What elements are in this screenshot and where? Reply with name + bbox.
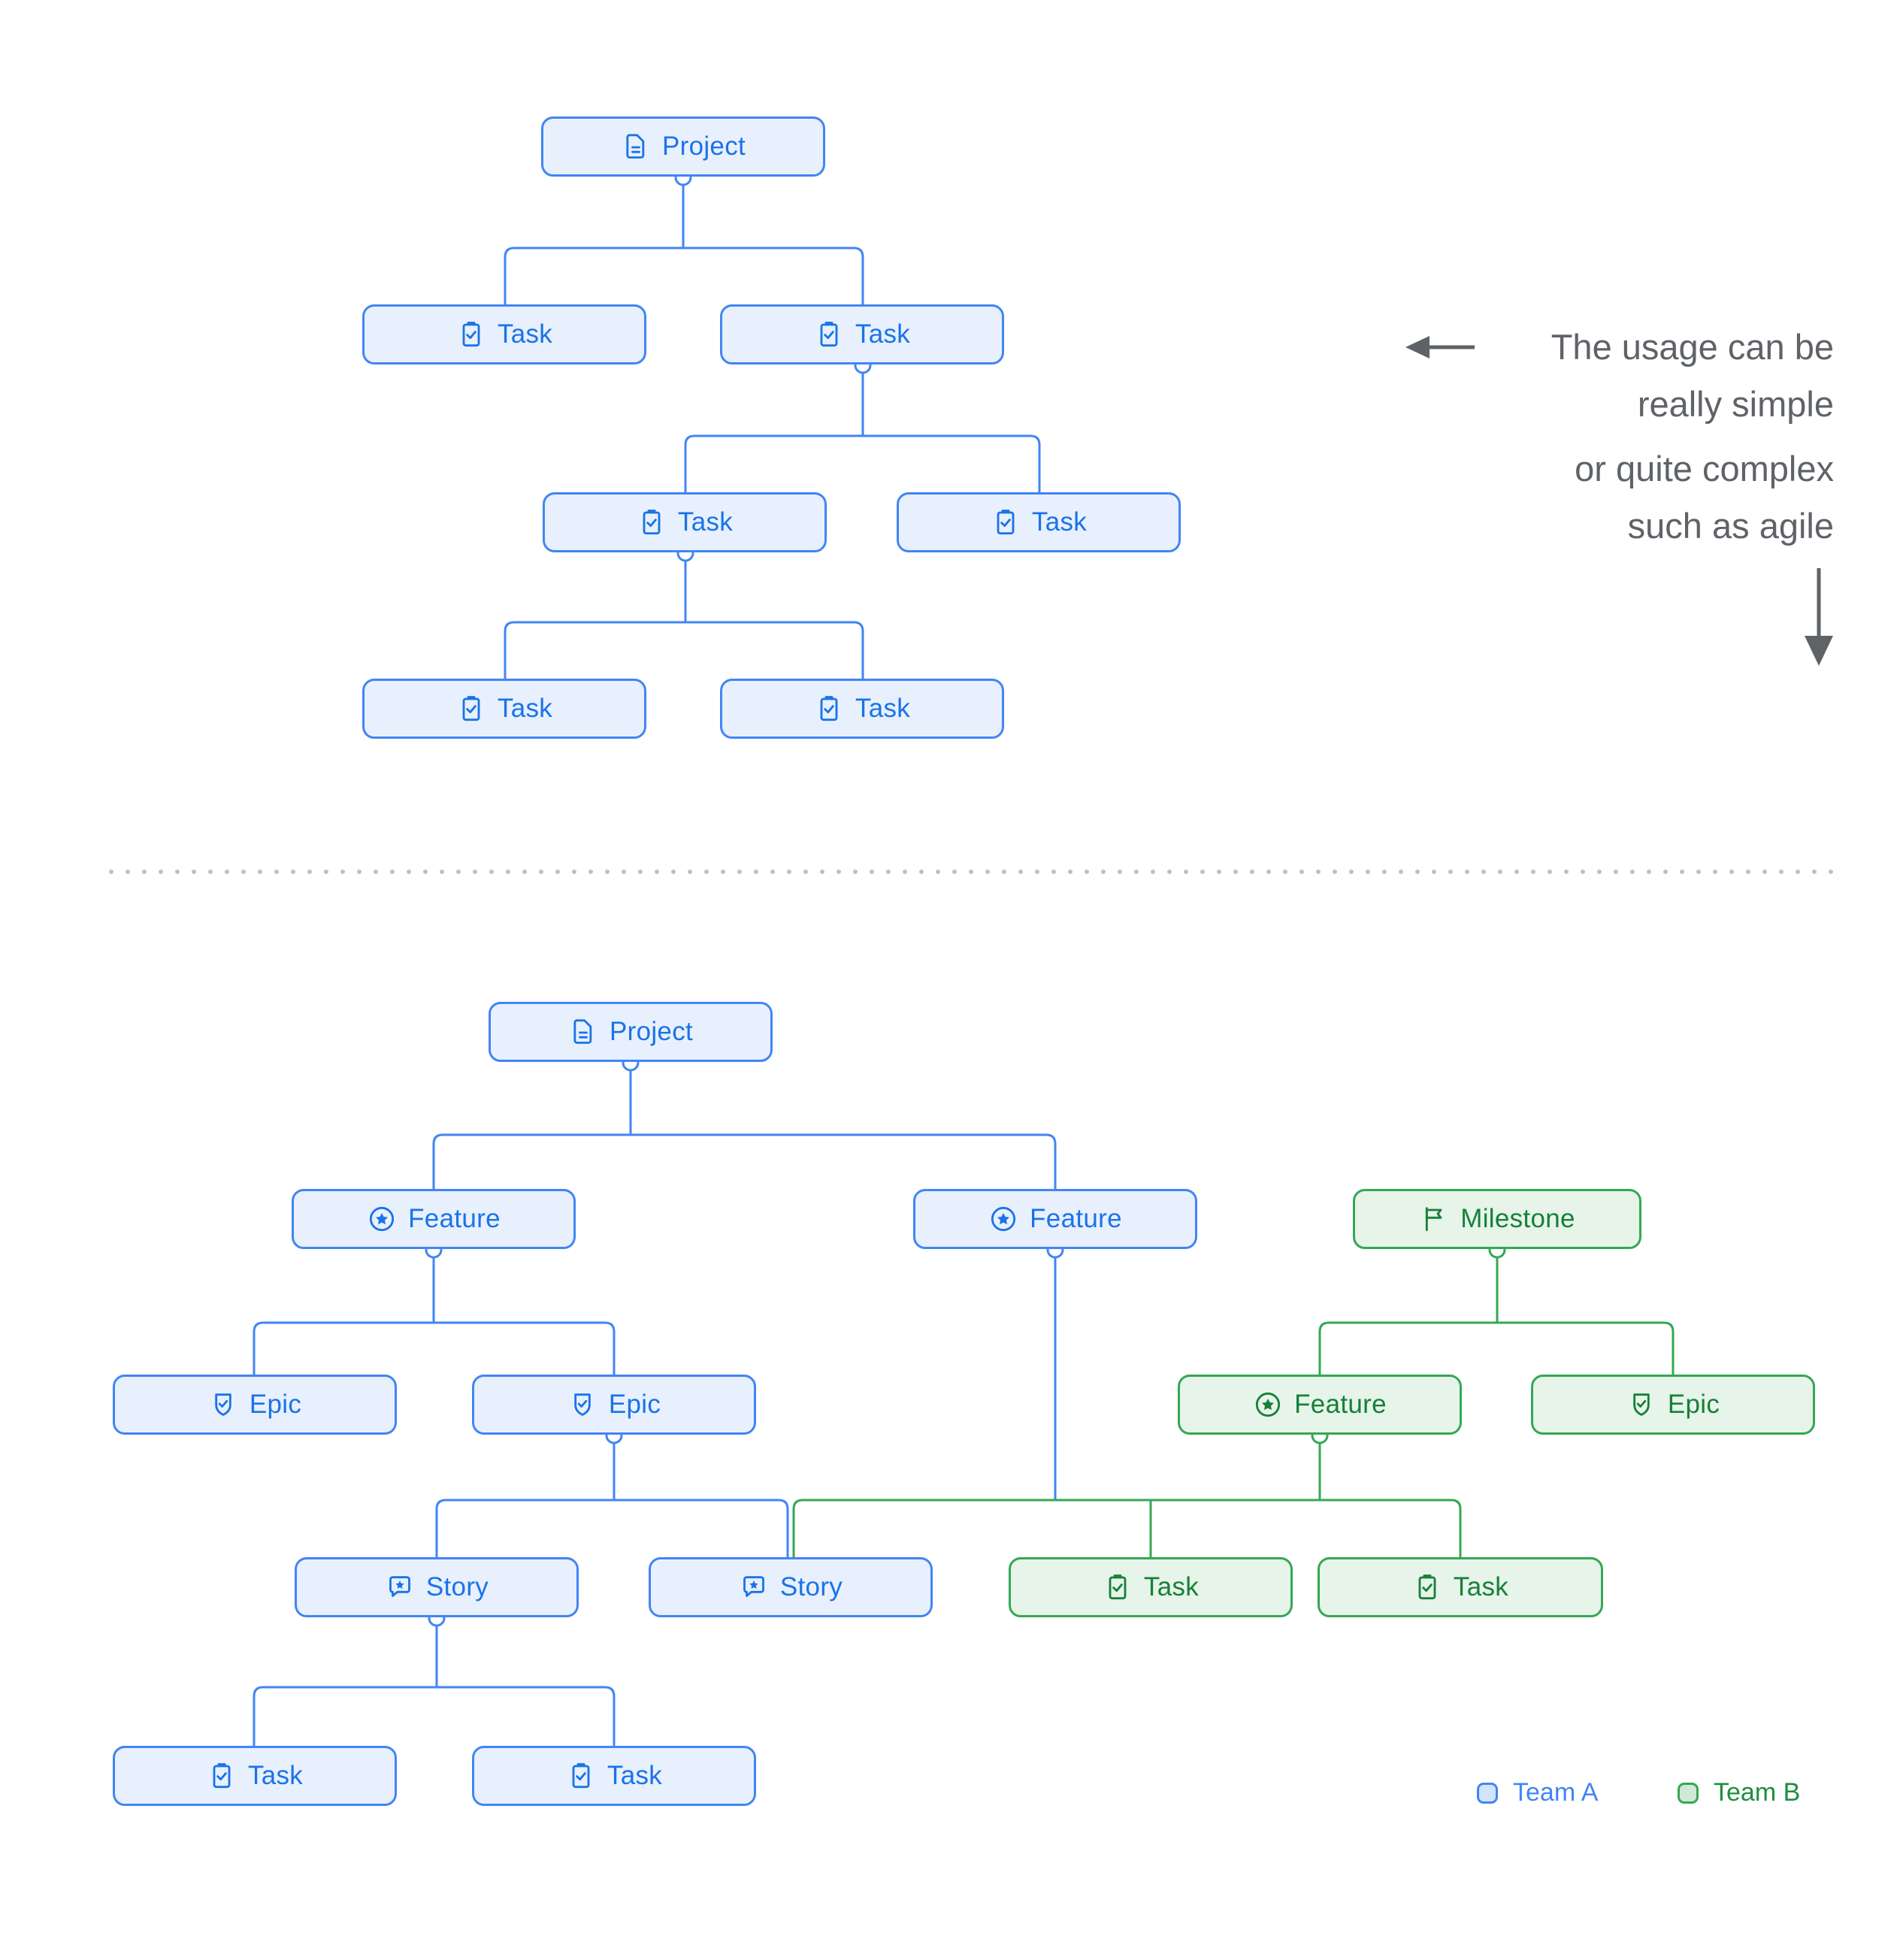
- node-task: Task: [543, 492, 827, 552]
- node-milestone: Milestone: [1353, 1189, 1641, 1249]
- task-icon: [820, 322, 838, 347]
- node-label: Task: [607, 1761, 663, 1790]
- node-label: Feature: [408, 1204, 501, 1233]
- task-icon: [462, 322, 480, 347]
- node-feature: Feature: [1178, 1375, 1462, 1435]
- node-label: Task: [497, 694, 553, 723]
- node-feature: Feature: [292, 1189, 576, 1249]
- milestone-icon: [1426, 1207, 1442, 1232]
- node-label: Epic: [608, 1390, 661, 1419]
- node-label: Task: [1143, 1572, 1200, 1602]
- task-icon: [820, 696, 838, 721]
- feature-icon: [991, 1206, 1016, 1232]
- project-icon: [626, 134, 645, 159]
- node-label: Task: [855, 694, 911, 723]
- story-icon: [389, 1576, 410, 1597]
- node-task: Task: [897, 492, 1181, 552]
- node-label: Feature: [1294, 1390, 1387, 1419]
- legend-label: Team A: [1513, 1778, 1599, 1807]
- node-label: Task: [1453, 1572, 1509, 1602]
- node-task: Task: [1318, 1557, 1603, 1617]
- annotation-arrows: [1405, 336, 1833, 666]
- node-label: Story: [425, 1572, 489, 1602]
- node-epic: Epic: [472, 1375, 756, 1435]
- node-project: Project: [489, 1002, 773, 1062]
- node-label: Task: [677, 507, 734, 537]
- task-icon: [997, 510, 1015, 535]
- node-label: Story: [779, 1572, 843, 1602]
- node-feature: Feature: [913, 1189, 1197, 1249]
- node-label: Feature: [1030, 1204, 1122, 1233]
- node-epic: Epic: [113, 1375, 397, 1435]
- arrow-down-icon: [1805, 636, 1833, 666]
- epic-icon: [215, 1393, 231, 1416]
- feature-icon: [370, 1206, 395, 1232]
- node-label: Project: [661, 132, 746, 161]
- node-label: Task: [247, 1761, 304, 1790]
- node-label: Task: [855, 319, 911, 349]
- task-icon: [643, 510, 661, 535]
- node-story: Story: [295, 1557, 579, 1617]
- epic-icon: [574, 1393, 591, 1416]
- arrow-left-icon: [1405, 336, 1430, 358]
- epic-icon: [1633, 1393, 1650, 1416]
- team-a-swatch-icon: [1477, 1782, 1498, 1804]
- task-icon: [462, 696, 480, 721]
- task-icon: [1109, 1574, 1127, 1600]
- node-task: Task: [362, 679, 646, 739]
- node-label: Milestone: [1460, 1204, 1575, 1233]
- node-label: Task: [497, 319, 553, 349]
- task-icon: [213, 1763, 231, 1789]
- node-epic: Epic: [1531, 1375, 1815, 1435]
- node-label: Epic: [249, 1390, 302, 1419]
- node-task: Task: [362, 304, 646, 364]
- node-task: Task: [720, 679, 1004, 739]
- node-task: Task: [472, 1746, 756, 1806]
- node-project: Project: [541, 116, 825, 177]
- task-icon: [572, 1763, 590, 1789]
- node-task: Task: [720, 304, 1004, 364]
- legend-label: Team B: [1714, 1778, 1801, 1807]
- node-task: Task: [113, 1746, 397, 1806]
- legend-team-a: Team A: [1477, 1778, 1598, 1807]
- legend-team-b: Team B: [1678, 1778, 1800, 1807]
- story-icon: [743, 1576, 764, 1597]
- node-label: Project: [609, 1017, 694, 1046]
- bottom-tree-blue-connectors: [253, 1054, 1064, 1746]
- node-story: Story: [649, 1557, 933, 1617]
- feature-icon: [1256, 1392, 1281, 1417]
- project-icon: [573, 1019, 592, 1044]
- task-icon: [1418, 1574, 1436, 1600]
- node-label: Epic: [1667, 1390, 1720, 1419]
- team-b-swatch-icon: [1678, 1782, 1699, 1804]
- node-task: Task: [1009, 1557, 1293, 1617]
- node-label: Task: [1031, 507, 1088, 537]
- top-tree-connectors: [504, 168, 1041, 679]
